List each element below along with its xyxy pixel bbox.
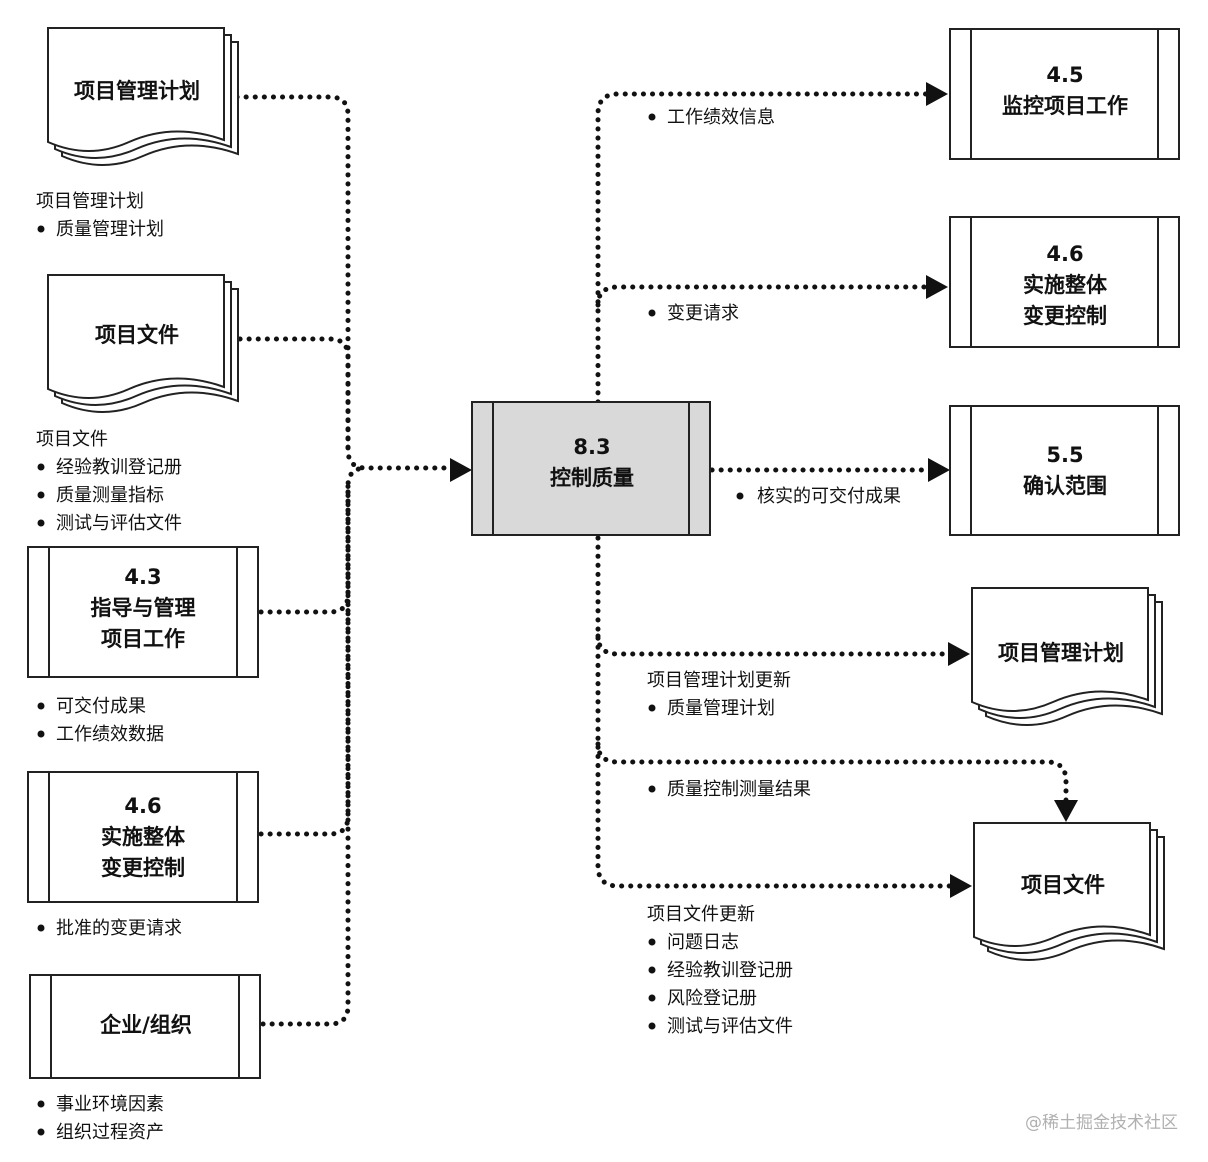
- box-title: 企业/组织: [99, 1013, 192, 1037]
- process-title-line: 变更控制: [101, 856, 185, 880]
- output-process-4-6: 4.6 实施整体 变更控制: [949, 216, 1180, 348]
- arrowhead-to-plan-right: [948, 642, 970, 666]
- caption-output-4-6: 变更请求: [648, 303, 739, 324]
- input-enterprise-organization: 企业/组织: [29, 974, 261, 1079]
- output-project-management-plan: 项目管理计划: [971, 587, 1163, 726]
- caption-input-4-3: 可交付成果 工作绩效数据: [37, 696, 164, 745]
- arrowhead-down-to-docs: [1054, 800, 1078, 822]
- caption-bullet: 组织过程资产: [56, 1122, 164, 1143]
- caption-head: 项目管理计划: [36, 191, 144, 212]
- arrowhead-to-4-6-right: [926, 275, 948, 299]
- caption-bullet: 质量管理计划: [667, 698, 775, 719]
- caption-bullet: 质量控制测量结果: [667, 779, 811, 800]
- arrowhead-to-5-5: [928, 458, 950, 482]
- process-title-line: 实施整体: [1023, 273, 1108, 297]
- connectors: [234, 91, 1069, 1027]
- caption-bullet: 测试与评估文件: [56, 513, 182, 534]
- caption-input-project-documents: 项目文件 经验教训登记册 质量测量指标 测试与评估文件: [36, 429, 182, 534]
- caption-head: 项目文件更新: [647, 904, 755, 925]
- caption-head: 项目文件: [36, 429, 108, 450]
- caption-output-plan-update: 项目管理计划更新 质量管理计划: [647, 670, 791, 719]
- input-project-management-plan: 项目管理计划: [47, 27, 239, 166]
- process-title-line: 变更控制: [1023, 304, 1107, 328]
- caption-bullet: 变更请求: [667, 303, 739, 324]
- caption-bullet: 批准的变更请求: [56, 918, 182, 939]
- caption-bullet: 核实的可交付成果: [757, 486, 901, 507]
- center-process-control-quality: 8.3 控制质量: [471, 401, 711, 536]
- box-title: 项目文件: [1021, 873, 1105, 897]
- caption-input-4-6: 批准的变更请求: [37, 918, 182, 939]
- caption-input-project-management-plan: 项目管理计划 质量管理计划: [36, 191, 164, 240]
- caption-head: 项目管理计划更新: [647, 670, 791, 691]
- caption-bullet: 质量测量指标: [56, 485, 164, 506]
- caption-output-5-5: 核实的可交付成果: [736, 486, 901, 507]
- caption-output-quality-measurements: 质量控制测量结果: [648, 779, 811, 800]
- process-title-line: 确认范围: [1023, 474, 1107, 498]
- output-project-documents: 项目文件: [973, 822, 1165, 961]
- caption-output-documents-update: 项目文件更新 问题日志 经验教训登记册 风险登记册 测试与评估文件: [647, 904, 793, 1037]
- center-process-title: 控制质量: [550, 466, 634, 490]
- process-number: 4.3: [124, 565, 161, 589]
- input-process-4-6: 4.6 实施整体 变更控制: [27, 771, 259, 903]
- process-title-line: 实施整体: [101, 825, 186, 849]
- box-title: 项目管理计划: [998, 641, 1124, 665]
- arrowhead-to-4-5: [926, 82, 948, 106]
- caption-output-4-5: 工作绩效信息: [648, 107, 775, 128]
- process-title-line: 指导与管理: [91, 596, 196, 620]
- output-process-4-5: 4.5 监控项目工作: [949, 28, 1180, 160]
- caption-bullet: 质量管理计划: [56, 219, 164, 240]
- caption-bullet: 可交付成果: [56, 696, 146, 717]
- arrowhead-to-control-quality: [450, 458, 472, 482]
- caption-bullet: 测试与评估文件: [667, 1016, 793, 1037]
- caption-bullet: 问题日志: [667, 932, 739, 953]
- caption-input-enterprise: 事业环境因素 组织过程资产: [37, 1094, 164, 1143]
- caption-bullet: 工作绩效数据: [56, 724, 164, 745]
- process-number: 5.5: [1046, 443, 1083, 467]
- box-title: 项目文件: [95, 323, 179, 347]
- caption-bullet: 工作绩效信息: [667, 107, 775, 128]
- input-project-documents: 项目文件: [47, 274, 239, 413]
- process-number: 4.6: [124, 794, 161, 818]
- caption-bullet: 经验教训登记册: [56, 457, 182, 478]
- process-number: 4.6: [1046, 242, 1083, 266]
- process-number: 4.5: [1046, 63, 1083, 87]
- process-title-line: 监控项目工作: [1002, 94, 1128, 118]
- process-title-line: 项目工作: [101, 627, 185, 651]
- output-process-5-5: 5.5 确认范围: [949, 405, 1180, 536]
- watermark: @稀土掘金技术社区: [1025, 1113, 1178, 1133]
- caption-bullet: 事业环境因素: [56, 1094, 164, 1115]
- center-process-number: 8.3: [573, 435, 610, 459]
- arrowhead-to-docs-right: [950, 874, 972, 898]
- input-process-4-3: 4.3 指导与管理 项目工作: [27, 546, 259, 678]
- caption-bullet: 风险登记册: [667, 988, 757, 1009]
- box-title: 项目管理计划: [74, 79, 200, 103]
- arrowheads: [450, 82, 1078, 898]
- caption-bullet: 经验教训登记册: [667, 960, 793, 981]
